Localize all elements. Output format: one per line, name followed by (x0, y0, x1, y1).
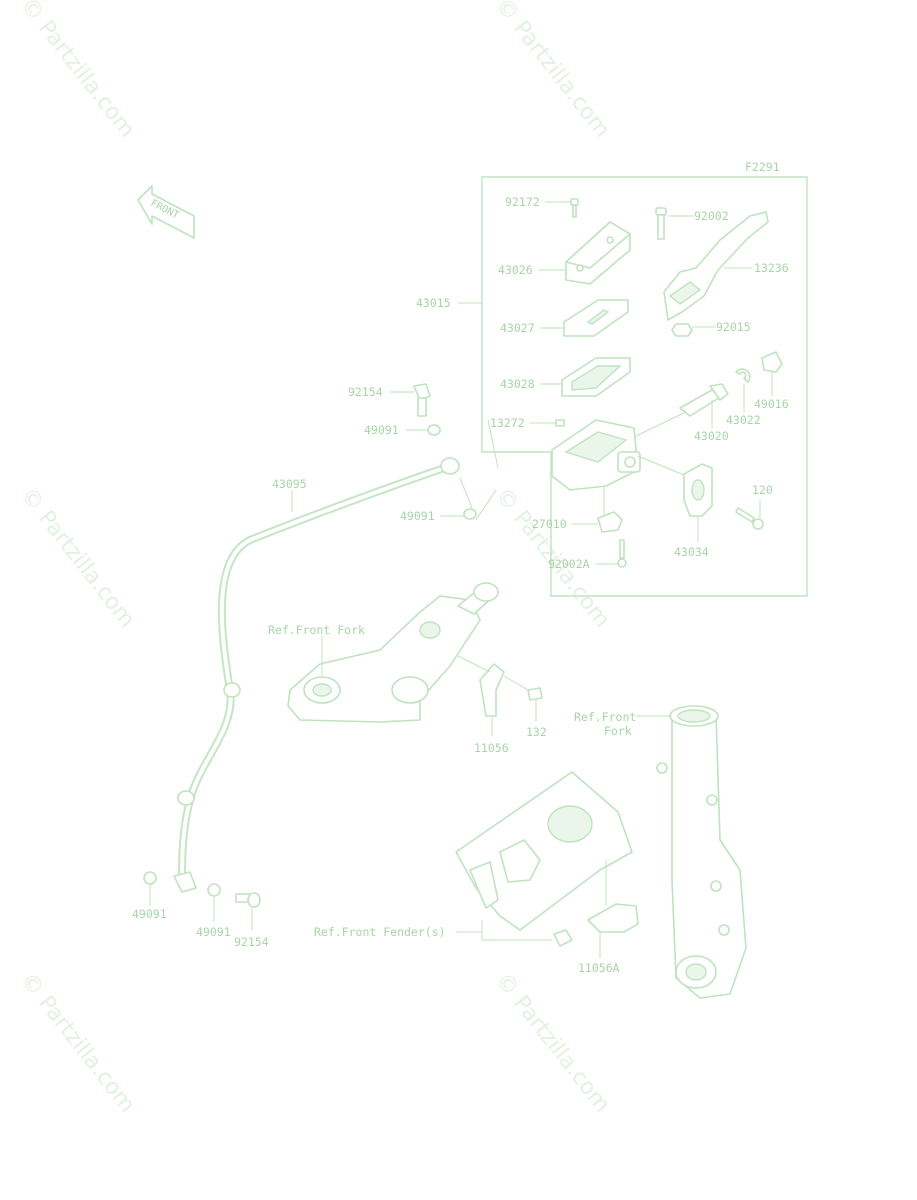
label-43015: 43015 (416, 296, 451, 310)
label-49091-bottom-mid: 49091 (196, 925, 231, 939)
circlip-43022-icon (735, 368, 751, 383)
label-43034: 43034 (674, 545, 709, 559)
banjo-bolt-92154-top-icon (413, 383, 431, 417)
fork-top-bracket-icon (287, 582, 499, 723)
label-43028: 43028 (500, 377, 535, 391)
screw-92002a-icon (617, 539, 627, 568)
watermark-2: © Partzilla.com (490, 0, 614, 142)
label-11056: 11056 (474, 741, 509, 755)
screw-92172-icon (570, 198, 579, 218)
label-92154-top: 92154 (348, 385, 383, 399)
label-49091-bottom-left: 49091 (132, 907, 167, 921)
label-132: 132 (526, 725, 547, 739)
boot-49016-icon (761, 351, 783, 373)
label-11056a: 11056A (578, 961, 620, 975)
washer-49091-bottom-mid-icon (207, 883, 221, 897)
label-92015: 92015 (716, 320, 751, 334)
label-ref-front-fork-2a: Ref.Front (574, 710, 636, 724)
label-43022: 43022 (726, 413, 761, 427)
washer-49091-top-icon (427, 424, 441, 436)
bracket-11056a-icon (553, 903, 639, 947)
switch-27010-icon (597, 511, 623, 533)
label-43026: 43026 (498, 263, 533, 277)
label-92172: 92172 (505, 195, 540, 209)
label-92154-bottom: 92154 (234, 935, 269, 949)
master-cylinder-body-icon (551, 409, 697, 518)
label-92002: 92002 (694, 209, 729, 223)
watermark-3: © Partzilla.com (15, 483, 139, 632)
bracket-11056-icon (479, 663, 505, 717)
bolt-92002-icon (655, 207, 667, 240)
banjo-bolt-92154-bottom-icon (235, 892, 261, 908)
washer-49091-mid-icon (463, 508, 477, 520)
brake-lever-13236-icon (663, 211, 769, 321)
label-ref-front-fork-2b: Fork (604, 724, 632, 738)
brake-hose-43095-icon (173, 457, 460, 893)
label-92002a: 92002A (548, 557, 590, 571)
nut-92015-icon (671, 323, 693, 337)
bolt-120-icon (735, 507, 764, 530)
front-fender-icon (455, 771, 633, 931)
label-13272: 13272 (490, 416, 525, 430)
pin-13272-icon (555, 419, 565, 427)
master-cylinder-group-frame (481, 176, 808, 597)
label-120: 120 (752, 483, 773, 497)
fork-tube-icon (656, 705, 747, 999)
label-27010: 27010 (532, 517, 567, 531)
diagram-code: F2291 (745, 160, 780, 174)
plate-43027-icon (563, 299, 629, 337)
piston-kit-43020-icon (679, 383, 729, 417)
clamp-43034-icon (683, 463, 713, 517)
watermark-5: © Partzilla.com (15, 968, 139, 1117)
label-49091-top: 49091 (364, 423, 399, 437)
label-13236: 13236 (754, 261, 789, 275)
label-49091-mid: 49091 (400, 509, 435, 523)
label-ref-front-fender: Ref.Front Fender(s) (314, 925, 446, 939)
bolt-132-icon (527, 687, 543, 701)
watermarks: © Partzilla.com © Partzilla.com © Partzi… (15, 0, 614, 1117)
diaphragm-43028-icon (561, 357, 631, 397)
label-ref-front-fork-1: Ref.Front Fork (268, 623, 365, 637)
label-43027: 43027 (500, 321, 535, 335)
watermark-1: © Partzilla.com (15, 0, 139, 142)
label-49016: 49016 (754, 397, 789, 411)
reservoir-cap-43026-icon (565, 221, 631, 285)
label-43020: 43020 (694, 429, 729, 443)
label-43095: 43095 (272, 477, 307, 491)
front-arrow-icon: FRONT (137, 185, 195, 239)
washer-49091-bottom-left-icon (143, 871, 157, 885)
watermark-6: © Partzilla.com (490, 968, 614, 1117)
